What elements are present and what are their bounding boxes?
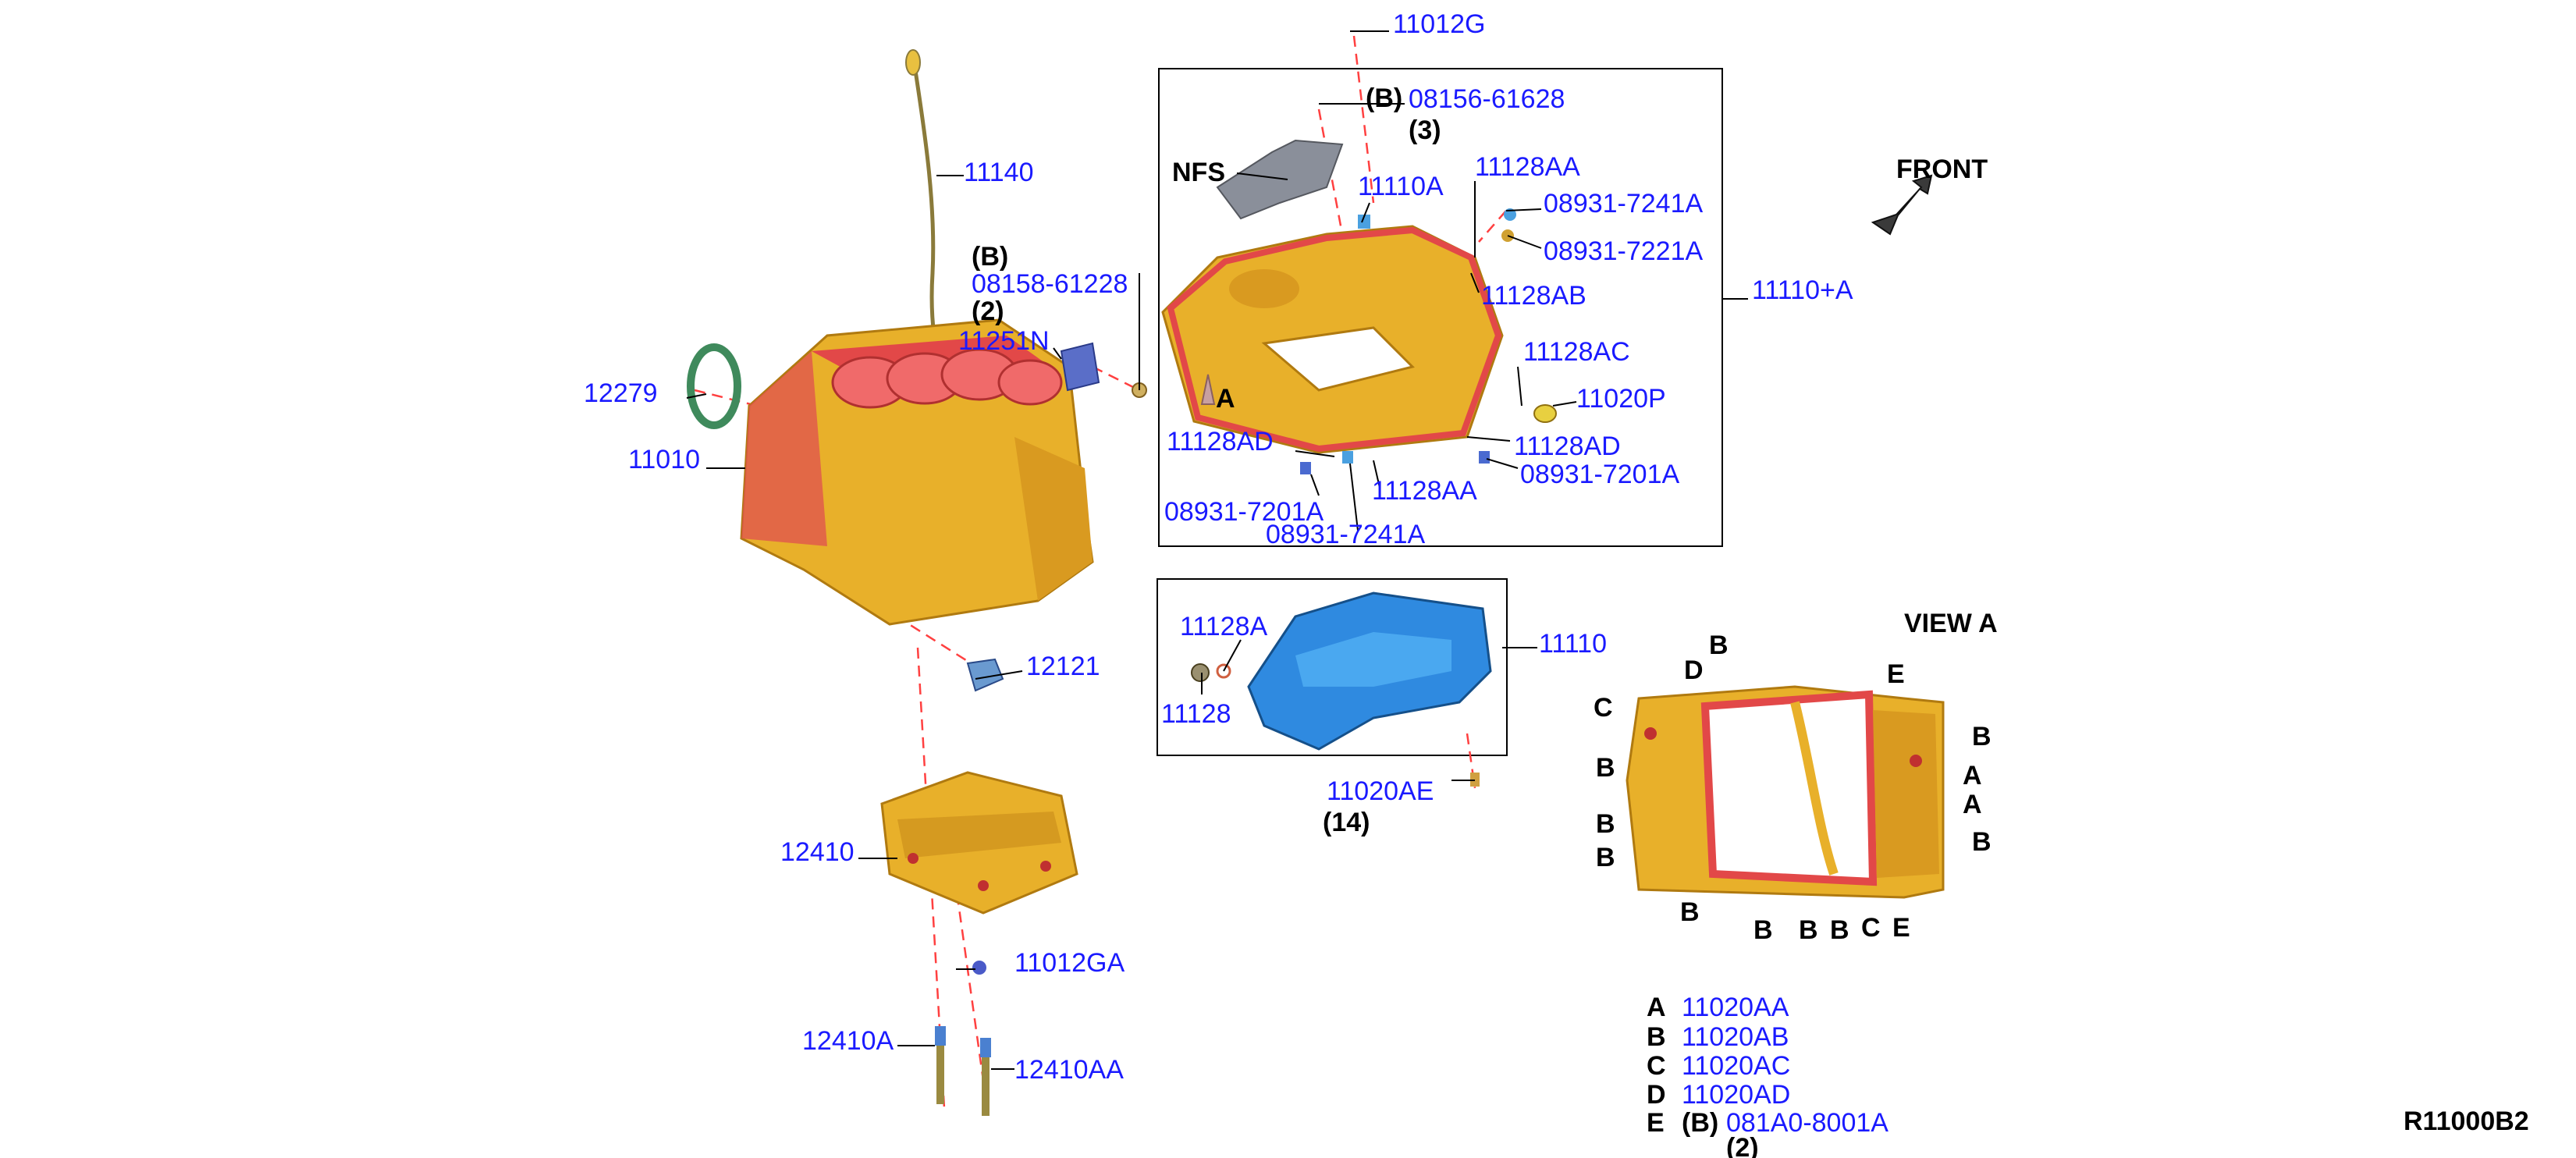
bolt-12410A [935, 1026, 946, 1104]
label-08158-61228: 08158-61228 [972, 269, 1128, 299]
plug-08931-7201A-right [1479, 451, 1490, 464]
callout-b: B [1680, 897, 1700, 927]
plug-08931-7201A-left [1300, 462, 1311, 474]
label-11020P: 11020P [1576, 384, 1666, 414]
callout-b: B [1753, 915, 1773, 945]
label-11012GA: 11012GA [1014, 948, 1125, 978]
label-11020AE: 11020AE [1327, 776, 1434, 806]
drain-plug-11128 [1191, 663, 1231, 682]
callout-a: A [1963, 790, 1982, 819]
label-qty-14: (14) [1323, 808, 1370, 837]
plug-11110A [1358, 215, 1370, 229]
front-arrow-icon [1871, 174, 1933, 236]
diagram-code: R11000B2 [2404, 1106, 2529, 1136]
label-12410A: 12410A [802, 1026, 894, 1056]
callout-c: C [1861, 913, 1881, 943]
legend-part-a: 11020AA [1682, 993, 1789, 1022]
legend-letter-d: D [1647, 1080, 1666, 1110]
label-08931-7221A: 08931-7221A [1544, 236, 1704, 266]
label-11012G: 11012G [1393, 9, 1485, 39]
label-11128AD-right: 11128AD [1514, 432, 1621, 461]
label-b-08158: (B) [972, 242, 1008, 272]
legend-letter-c: C [1647, 1051, 1666, 1081]
label-08931-7201A-right: 08931-7201A [1520, 460, 1680, 489]
callout-c: C [1594, 693, 1613, 723]
label-11128: 11128 [1161, 699, 1231, 729]
label-12410AA: 12410AA [1014, 1055, 1124, 1085]
lower-oil-pan-11110 [1247, 591, 1492, 751]
label-11128AA-bottom: 11128AA [1372, 476, 1477, 506]
label-11128AC: 11128AC [1523, 337, 1630, 367]
label-11128AB: 11128AB [1481, 281, 1586, 311]
label-11110-plus-a: 11110+A [1752, 275, 1853, 305]
view-a-illustration [1626, 685, 1945, 899]
callout-a: A [1963, 761, 1982, 790]
lower-oil-pan-group-box [1157, 578, 1508, 756]
washer-11020P [1533, 404, 1557, 423]
callout-e: E [1892, 913, 1910, 943]
label-08931-7241A-top: 08931-7241A [1544, 189, 1704, 218]
callout-b: B [1709, 631, 1729, 660]
upper-oil-pan-group-box [1158, 68, 1723, 547]
bolt-11012GA [972, 961, 986, 975]
label-arrow-a: A [1216, 384, 1235, 414]
sensor-11251N [1060, 342, 1147, 398]
legend-prefix-e: (B) [1682, 1108, 1718, 1138]
label-08931-7241A-bottom: 08931-7241A [1266, 520, 1426, 549]
callout-b: B [1596, 753, 1615, 783]
callout-b: B [1972, 827, 1992, 857]
label-qty-2: (2) [972, 297, 1004, 326]
plug-08931-7241A-bottom [1342, 451, 1353, 464]
label-front: FRONT [1896, 155, 1988, 184]
label-qty-3: (3) [1409, 115, 1441, 145]
legend: A 11020AA B 11020AB C 11020AC D 11020AD … [1647, 993, 1888, 1158]
legend-letter-b: B [1647, 1022, 1666, 1052]
legend-letter-e: E [1647, 1108, 1665, 1138]
arrow-view-a [1200, 374, 1216, 405]
label-08931-7201A-left: 08931-7201A [1164, 497, 1324, 527]
label-11128AA-top: 11128AA [1475, 152, 1580, 182]
label-11128A: 11128A [1180, 612, 1267, 641]
legend-letter-a: A [1647, 993, 1666, 1022]
plug-08931-7241A-top [1504, 208, 1516, 221]
baffle-plate-nfs [1216, 139, 1344, 220]
callout-e: E [1887, 659, 1905, 689]
callout-b: B [1972, 722, 1992, 751]
label-11251N: 11251N [958, 326, 1050, 356]
callout-b: B [1830, 915, 1849, 945]
legend-part-d: 11020AD [1682, 1080, 1790, 1110]
label-12279: 12279 [584, 378, 658, 408]
legend-qty-e: (2) [1726, 1133, 1759, 1158]
label-08156-61628: 08156-61628 [1409, 84, 1565, 114]
label-12121: 12121 [1026, 652, 1100, 681]
label-11110A: 11110A [1358, 172, 1444, 201]
sensor-12121 [966, 658, 1004, 692]
label-b-08156: (B) [1366, 83, 1402, 113]
rear-oil-seal-12279 [687, 343, 741, 429]
callout-d: D [1684, 655, 1704, 685]
label-11140: 11140 [964, 158, 1034, 187]
view-a-callouts: B D C E B B A A B B B B B B B C E [1594, 631, 1992, 945]
callout-b: B [1596, 843, 1615, 872]
callout-b: B [1799, 915, 1818, 945]
upper-oil-pan-11110A [1161, 225, 1504, 454]
leader-lines [686, 30, 1748, 1070]
legend-part-c: 11020AC [1682, 1051, 1790, 1081]
label-nfs: NFS [1172, 158, 1225, 187]
label-11010: 11010 [628, 445, 700, 474]
label-11128AD-left: 11128AD [1167, 427, 1274, 456]
label-11110: 11110 [1539, 629, 1607, 659]
label-12410: 12410 [780, 837, 855, 867]
label-view-a: VIEW A [1904, 609, 1998, 638]
callout-b: B [1596, 809, 1615, 839]
bolt-12410AA [980, 1038, 991, 1116]
legend-part-e: 081A0-8001A [1726, 1108, 1888, 1138]
legend-part-b: 11020AB [1682, 1022, 1789, 1052]
cylinder-block-11010 [740, 318, 1094, 626]
bearing-cap-12410 [880, 771, 1078, 915]
